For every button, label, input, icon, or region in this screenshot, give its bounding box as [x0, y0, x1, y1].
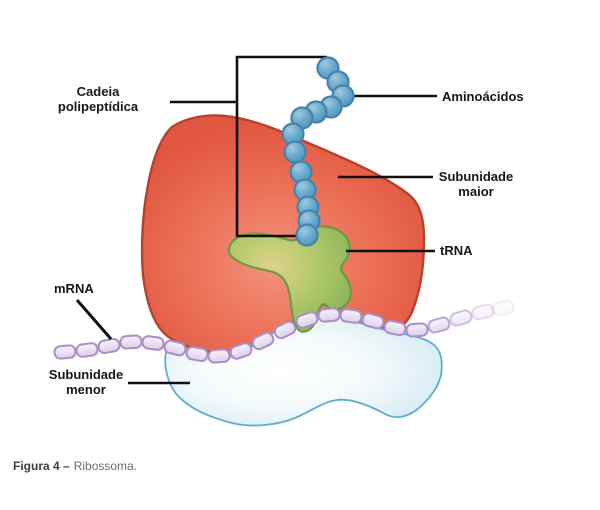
mrna-segment: [97, 337, 121, 355]
mrna-segment: [207, 348, 231, 364]
figure-caption-title: Ribossoma.: [73, 459, 138, 473]
mrna-segment: [251, 331, 275, 351]
label-large-subunit-line1: Subunidade: [438, 169, 514, 184]
callout-lines: [75, 55, 437, 385]
figure-caption: Figura 4 –Ribossoma.: [13, 459, 137, 474]
mrna-line: [75, 299, 113, 340]
mrna-segment: [141, 335, 165, 351]
label-large-subunit: Subunidade maior: [416, 169, 536, 199]
label-small-subunit-line2: menor: [66, 382, 106, 397]
label-polypeptide-line2: polipeptídica: [57, 99, 139, 114]
mrna-segment: [273, 320, 297, 340]
polypeptide-bracket: [235, 55, 327, 238]
label-polypeptide-line1: Cadeia: [76, 84, 120, 99]
mrna-segment: [449, 309, 473, 327]
mrna-segment: [339, 308, 363, 324]
label-large-subunit-line2: maior: [458, 184, 494, 199]
polypeptide-chain: [281, 56, 355, 247]
mrna-segment: [471, 303, 495, 321]
mrna-segment: [53, 344, 77, 360]
mrna-segment: [491, 299, 515, 317]
label-small-subunit-line1: Subunidade: [48, 367, 124, 382]
mrna-segment: [405, 322, 429, 338]
mrna-segment: [317, 307, 341, 323]
mrna-segment: [163, 339, 187, 357]
mrna-strand: [53, 299, 515, 364]
mrna-segment: [361, 312, 385, 330]
amino-acid-bead: [283, 140, 307, 164]
mrna-segment: [119, 334, 143, 350]
mrna-segment: [185, 345, 209, 363]
mrna-segment: [229, 342, 253, 360]
mrna-segment: [383, 319, 407, 337]
label-trna: tRNA: [440, 243, 473, 258]
label-mrna: mRNA: [54, 281, 94, 296]
label-polypeptide-chain: Cadeia polipeptídica: [28, 84, 168, 114]
figure-caption-number: Figura 4 –: [13, 459, 70, 473]
mrna-segment: [75, 342, 99, 358]
amino-acid-bead: [295, 223, 319, 247]
mrna-segment: [427, 316, 451, 334]
mrna-segment: [295, 311, 319, 329]
label-small-subunit: Subunidade menor: [26, 367, 146, 397]
label-amino-acids: Aminoácidos: [442, 89, 524, 104]
